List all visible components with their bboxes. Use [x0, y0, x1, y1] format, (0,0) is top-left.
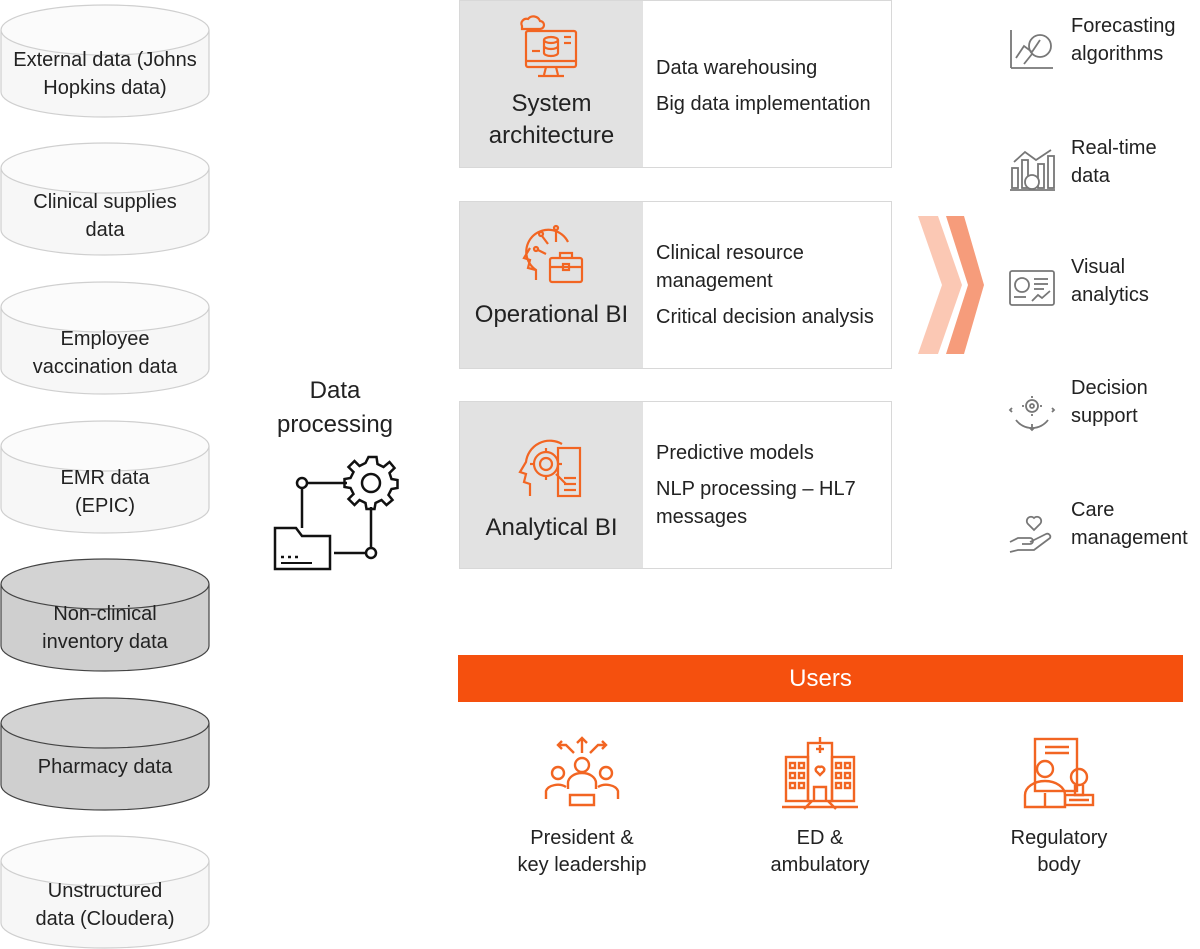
- bi-card-panel: System architecture: [460, 1, 643, 167]
- user-regulatory-body: Regulatory body: [949, 735, 1169, 885]
- output-care-management: Care management: [1008, 496, 1200, 566]
- data-source-label: Unstructured data (Cloudera): [0, 875, 210, 935]
- output-visual-analytics: Visual analytics: [1008, 253, 1200, 323]
- bi-card-panel: Operational BI: [460, 202, 643, 368]
- cylinder-shape: [0, 420, 210, 534]
- data-source-cylinder: Pharmacy data: [0, 693, 210, 811]
- data-source-cylinder: EMR data (EPIC): [0, 416, 210, 534]
- bi-card-item: Big data implementation: [656, 93, 871, 115]
- data-source-label: Non-clinical inventory data: [0, 598, 210, 658]
- bi-card-items: Data warehousing Big data implementation: [656, 54, 883, 126]
- bi-card-title: System architecture: [488, 90, 615, 149]
- output-label: Visual analytics: [1071, 256, 1149, 306]
- data-processing-label: Data processing: [276, 377, 394, 438]
- data-source-cylinder: External data (Johns Hopkins data): [0, 0, 210, 118]
- bi-card-item: Predictive models: [656, 442, 814, 464]
- chevron-right-icon: [918, 216, 984, 354]
- output-label: Care management: [1071, 499, 1188, 549]
- user-president-leadership: President & key leadership: [472, 735, 692, 885]
- data-source-text: External data (Johns Hopkins data): [13, 49, 197, 99]
- bi-card-items: Predictive models NLP processing – HL7 m…: [656, 439, 883, 539]
- user-label: President & key leadership: [517, 827, 647, 876]
- hand-heart-icon: [1009, 515, 1052, 553]
- bi-card-item: Critical decision analysis: [656, 306, 874, 328]
- data-source-label: EMR data (EPIC): [0, 462, 210, 522]
- bi-card-item: Data warehousing: [656, 57, 818, 79]
- data-source-cylinder: Unstructured data (Cloudera): [0, 831, 210, 949]
- cylinder-shape: [0, 697, 210, 811]
- output-decision-support: Decision support: [1008, 374, 1200, 444]
- brain-briefcase-icon: [522, 224, 584, 284]
- regulator-icon: [1023, 737, 1095, 809]
- cylinder-shape: [0, 558, 210, 672]
- bi-card-operational-bi: Operational BI Clinical resource managem…: [459, 201, 892, 369]
- output-label: Real-time data: [1071, 137, 1157, 187]
- output-real-time-data: Real-time data: [1008, 134, 1200, 204]
- data-source-label: Pharmacy data: [0, 739, 210, 795]
- brain-analysis-icon: [518, 439, 582, 498]
- data-source-label: Employee vaccination data: [0, 323, 210, 383]
- data-processing-icon: [273, 455, 399, 571]
- bi-card-items: Clinical resource management Critical de…: [656, 239, 883, 339]
- data-source-text: EMR data (EPIC): [60, 467, 150, 517]
- cylinder-shape: [0, 142, 210, 256]
- forecasting-icon: [1010, 30, 1053, 69]
- output-label: Decision support: [1071, 377, 1148, 427]
- data-source-label: Clinical supplies data: [0, 186, 210, 246]
- cylinder-shape: [0, 4, 210, 118]
- bi-card-title: Analytical BI: [485, 514, 618, 541]
- bi-card-title: Operational BI: [474, 301, 629, 328]
- user-ed-ambulatory: ED & ambulatory: [710, 735, 930, 885]
- realtime-chart-icon: [1010, 149, 1055, 191]
- cylinder-shape: [0, 835, 210, 949]
- user-label: Regulatory body: [1010, 827, 1108, 876]
- data-source-cylinder: Clinical supplies data: [0, 138, 210, 256]
- data-source-cylinder: Employee vaccination data: [0, 277, 210, 395]
- users-banner: Users: [458, 655, 1183, 702]
- bi-card-item: NLP processing – HL7 messages: [656, 478, 856, 528]
- data-source-text: Non-clinical inventory data: [42, 603, 168, 653]
- output-forecasting-algorithms: Forecasting algorithms: [1008, 12, 1200, 82]
- data-source-text: Unstructured data (Cloudera): [35, 880, 175, 930]
- bi-card-system-architecture: System architecture Data warehousing Big…: [459, 0, 892, 168]
- bi-card-item: Clinical resource management: [656, 242, 804, 292]
- hospital-icon: [782, 737, 858, 810]
- cylinder-shape: [0, 281, 210, 395]
- gear-arrows-icon: [1008, 396, 1056, 432]
- data-source-text: Employee vaccination data: [32, 328, 178, 378]
- user-label: ED & ambulatory: [770, 827, 870, 876]
- data-source-label: External data (Johns Hopkins data): [0, 44, 210, 104]
- bi-card-panel: Analytical BI: [460, 402, 643, 568]
- output-label: Forecasting algorithms: [1071, 15, 1176, 65]
- data-source-text: Clinical supplies data: [33, 191, 177, 241]
- data-source-cylinder: Non-clinical inventory data: [0, 554, 210, 672]
- bi-card-analytical-bi: Analytical BI Predictive models NLP proc…: [459, 401, 892, 569]
- monitor-database-icon: [520, 15, 578, 78]
- data-source-text: Pharmacy data: [37, 756, 173, 778]
- dashboard-icon: [1009, 270, 1055, 306]
- leadership-icon: [544, 736, 620, 807]
